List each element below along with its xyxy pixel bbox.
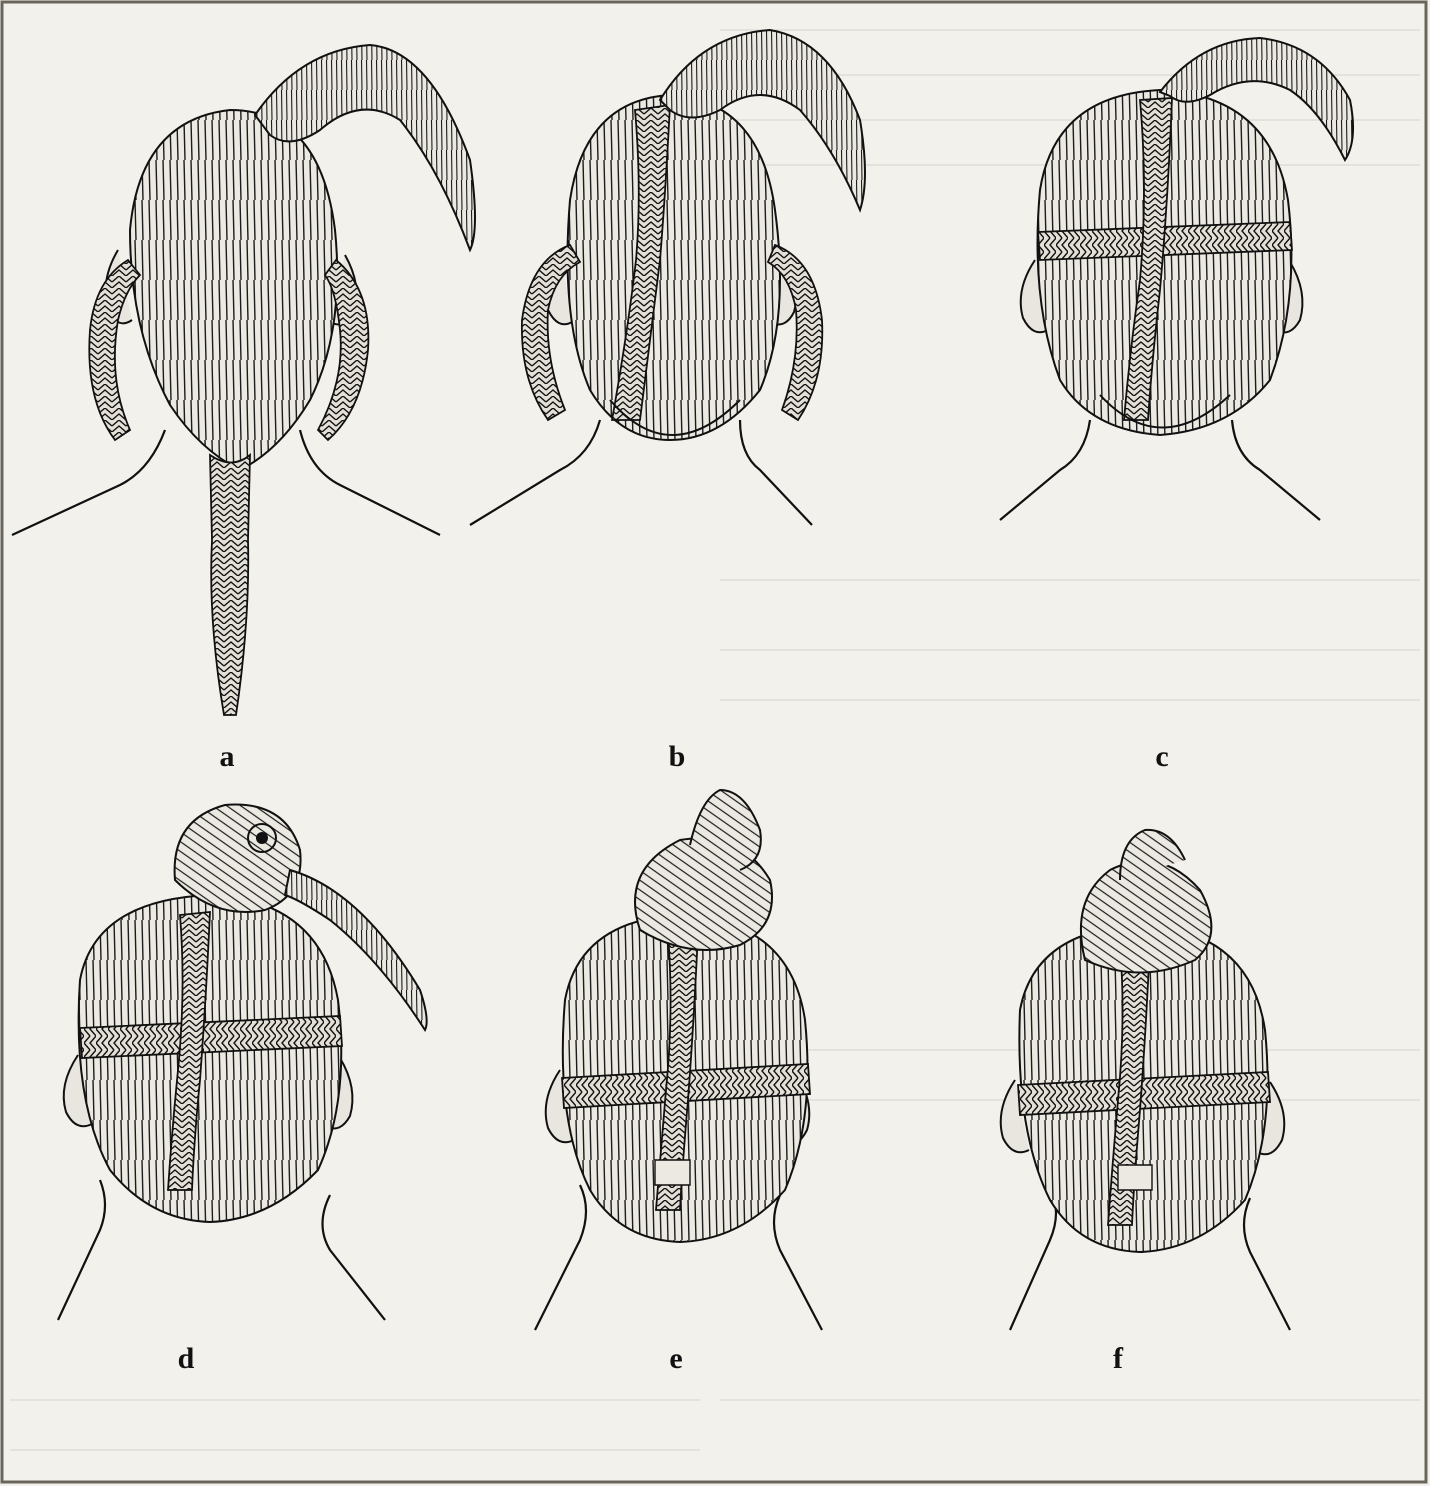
panel-d-illustration [58, 805, 427, 1320]
panel-label-a: a [197, 740, 257, 774]
panel-e-illustration [535, 790, 822, 1330]
panel-label-d: d [156, 1342, 216, 1376]
panel-label-f: f [1088, 1342, 1148, 1376]
panel-label-c: c [1132, 740, 1192, 774]
panel-label-e: e [646, 1342, 706, 1376]
panel-a-illustration [12, 45, 475, 715]
panel-f-illustration [1001, 830, 1290, 1330]
panel-label-b: b [647, 740, 707, 774]
panel-b-illustration [470, 30, 865, 525]
panel-c-illustration [1000, 38, 1353, 520]
